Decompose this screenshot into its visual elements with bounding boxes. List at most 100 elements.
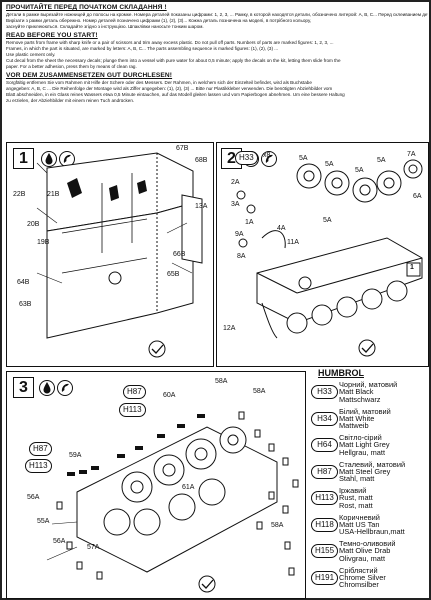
part-label: 9A bbox=[235, 231, 244, 238]
ru-title: ПРОЧИТАЙТЕ ПЕРЕД ПОЧАТКОМ СКЛАДАННЯ ! bbox=[6, 4, 167, 11]
part-label: 5A bbox=[323, 217, 332, 224]
paint-code: H113 bbox=[25, 459, 52, 473]
part-label: 2A bbox=[231, 179, 240, 186]
paint-name: Світло-сірий bbox=[339, 433, 382, 442]
part-label: 56A bbox=[27, 494, 40, 501]
en-title: READ BEFORE YOU START! bbox=[6, 32, 98, 39]
paint-name: Matt Black bbox=[339, 387, 374, 397]
paint-name: Matt White bbox=[339, 413, 375, 423]
part-label: 4A bbox=[277, 225, 286, 232]
step-1-panel: 1 bbox=[6, 142, 214, 367]
ru-line-1: Детали в рамке вырезайте ножницей до пол… bbox=[6, 12, 428, 17]
glue-drop-icon bbox=[41, 151, 57, 167]
step-reference: 1 bbox=[410, 264, 414, 271]
paint-name: Chrome Silver bbox=[339, 572, 386, 582]
step-3-number: 3 bbox=[13, 377, 34, 398]
part-label: 12A bbox=[223, 325, 236, 332]
ru-line-3: заснуйте приклеюються. Складайте згідно … bbox=[6, 24, 204, 29]
step-1-number: 1 bbox=[13, 148, 34, 169]
paint-name: Hellgrau, matt bbox=[339, 447, 386, 457]
part-label: 56A bbox=[53, 538, 66, 545]
paint-name: Іржавий bbox=[339, 486, 367, 495]
paint-code: H118 bbox=[311, 517, 338, 532]
ru-line-2: Вирізати з рамки деталь обережно. Номер … bbox=[6, 18, 312, 23]
de-line-3: Blatt abschneiden, in ein Glass reines W… bbox=[6, 92, 345, 97]
en-line-5: paper. For a better adhesion, press them… bbox=[6, 64, 137, 69]
part-label: 5A bbox=[377, 157, 386, 164]
en-line-3: Use plastic cement only. bbox=[6, 52, 56, 57]
part-label: 11A bbox=[287, 239, 299, 246]
paint-name: Mattschwarz bbox=[339, 394, 381, 404]
part-label: 55A bbox=[37, 518, 50, 525]
part-label: 13A bbox=[195, 203, 208, 210]
part-label: 66B bbox=[173, 251, 186, 258]
de-line-2: angegeben: A, B, C ... Die Reihenfolge d… bbox=[6, 86, 333, 91]
de-line-4: zu erzielen, der Abziehbilder mit einem … bbox=[6, 98, 135, 103]
paint-code: H113 bbox=[119, 403, 146, 417]
paint-name: Mattweib bbox=[339, 421, 369, 431]
part-label: 8A bbox=[237, 253, 246, 260]
paint-code: H87 bbox=[123, 385, 146, 399]
paint-name: Сталевий, матовий bbox=[339, 459, 406, 469]
step-2-panel: 2 bbox=[216, 142, 429, 367]
paint-name: Matt Steel Grey bbox=[339, 466, 391, 476]
part-label: 63B bbox=[19, 301, 32, 308]
glue-drop-icon bbox=[39, 380, 55, 396]
de-line-1: Sorgfältig entfernen Sie vom Rahmen mit … bbox=[6, 80, 312, 85]
part-label: 21B bbox=[47, 191, 60, 198]
paint-name: Stahl, matt bbox=[339, 474, 375, 484]
part-label: 59A bbox=[69, 452, 82, 459]
en-line-2: Frames, in which the part is situated, a… bbox=[6, 46, 279, 51]
cut-sprue-icon bbox=[57, 380, 73, 396]
part-label: 5A bbox=[325, 161, 334, 168]
part-label: 58A bbox=[271, 522, 284, 529]
part-label: 60A bbox=[163, 392, 176, 399]
part-label: 67B bbox=[176, 145, 189, 152]
part-label: 65B bbox=[167, 271, 180, 278]
paint-name: Olivgrau, matt bbox=[339, 553, 386, 563]
cut-sprue-icon bbox=[261, 151, 277, 167]
paint-name: Matt Light Grey bbox=[339, 440, 390, 450]
paint-code: H33 bbox=[235, 151, 258, 165]
en-line-1: Remove parts from frame with sharp knife… bbox=[6, 40, 334, 45]
part-label: 64B bbox=[17, 279, 30, 286]
paint-name: USA-Hellbraun,matt bbox=[339, 527, 405, 537]
paint-name: Rost, matt bbox=[339, 500, 373, 510]
en-line-4: Cut decal from the sheet the necessary d… bbox=[6, 58, 341, 63]
part-label: 61A bbox=[182, 484, 195, 491]
paint-code: H64 bbox=[311, 438, 338, 452]
part-label: 19B bbox=[37, 239, 50, 246]
paint-code: H155 bbox=[311, 544, 338, 558]
paint-name: Rust, matt bbox=[339, 493, 373, 503]
part-label: 1A bbox=[245, 219, 254, 226]
step-2-drawing bbox=[236, 159, 423, 357]
de-title: VOR DEM ZUSAMMENSETZEN GUT DURCHLESEN! bbox=[6, 72, 173, 79]
part-label: 7A bbox=[407, 151, 416, 158]
step-1-drawing bbox=[36, 152, 203, 358]
part-label: 22B bbox=[13, 191, 26, 198]
paint-code: H191 bbox=[311, 570, 338, 585]
paint-name: Matt Olive Drab bbox=[339, 546, 391, 556]
paint-code: H87 bbox=[29, 442, 52, 456]
paint-code: H33 bbox=[311, 385, 338, 399]
part-label: 20B bbox=[27, 221, 40, 228]
part-label: 5A bbox=[299, 155, 308, 162]
part-label: 57A bbox=[87, 544, 100, 551]
part-label: 58A bbox=[215, 378, 228, 385]
quantity-label: x8 bbox=[263, 152, 271, 159]
paint-code: H34 bbox=[311, 411, 338, 426]
part-label: 68B bbox=[195, 157, 208, 164]
part-label: 58A bbox=[253, 388, 266, 395]
step-3-drawing bbox=[46, 411, 299, 593]
paint-code: H113 bbox=[311, 491, 338, 505]
paint-name: Темно-оливовий bbox=[339, 539, 396, 548]
step-3-panel: 3 bbox=[6, 371, 306, 599]
